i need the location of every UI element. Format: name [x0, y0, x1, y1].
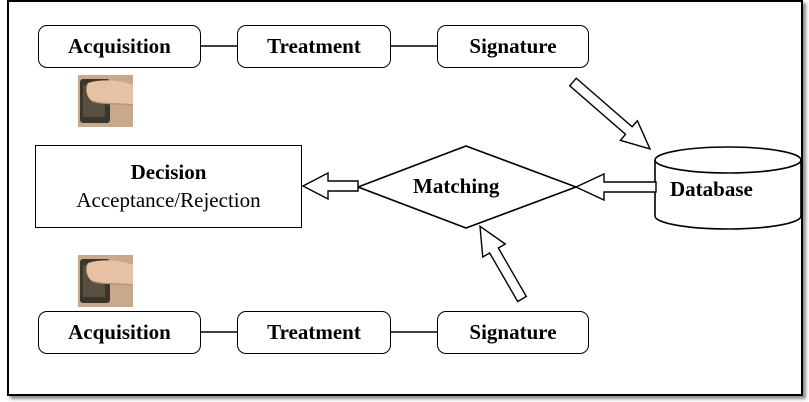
top-signature-label: Signature [469, 34, 557, 58]
database-label: Database [670, 177, 753, 201]
bottom-treatment-box: Treatment [237, 311, 391, 354]
bottom-signature-label: Signature [469, 320, 557, 344]
database-cylinder [654, 146, 802, 230]
bottom-treatment-label: Treatment [267, 320, 361, 344]
top-treatment-label: Treatment [267, 34, 361, 58]
top-treatment-box: Treatment [237, 25, 391, 68]
finger-sensor-icon [78, 255, 133, 307]
top-acquisition-box: Acquisition [38, 25, 201, 68]
matching-label: Matching [413, 174, 500, 198]
decision-subtitle: Acceptance/Rejection [76, 187, 261, 212]
bottom-acquisition-label: Acquisition [68, 320, 171, 344]
bottom-acquisition-box: Acquisition [38, 311, 201, 354]
decision-box: Decision Acceptance/Rejection [35, 145, 302, 228]
top-finger-photo [78, 75, 133, 127]
arrow-matching-to-decision [301, 171, 359, 201]
arrow-database-to-matching [574, 172, 657, 202]
finger-sensor-icon [78, 75, 133, 127]
arrow-signature-to-database [568, 77, 652, 151]
arrow-signature-to-matching [479, 224, 528, 303]
bottom-finger-photo [78, 255, 133, 307]
decision-title: Decision [130, 159, 207, 184]
top-acquisition-label: Acquisition [68, 34, 171, 58]
bottom-signature-box: Signature [437, 311, 589, 354]
top-signature-box: Signature [437, 25, 589, 68]
